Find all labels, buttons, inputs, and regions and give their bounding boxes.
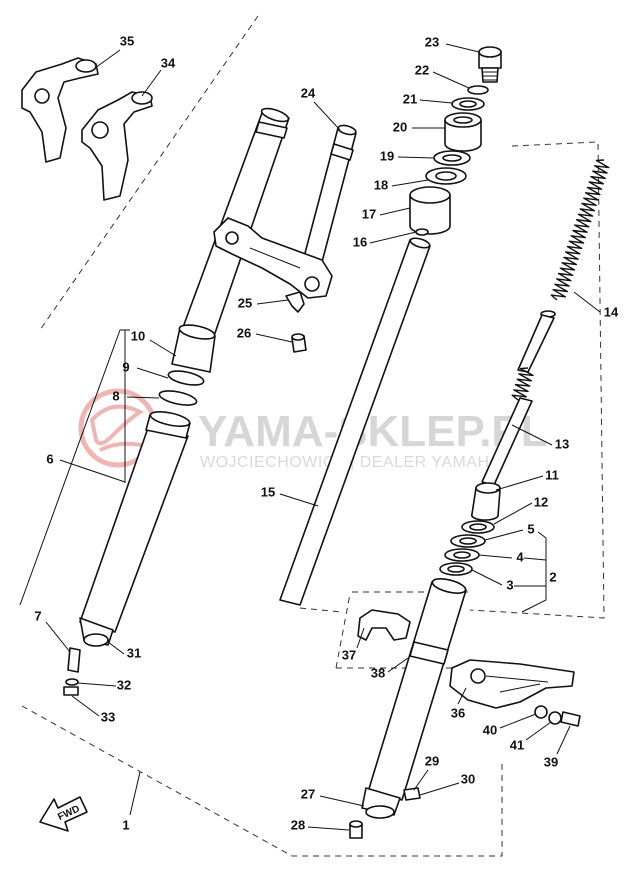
callout-30: 30 (461, 771, 475, 786)
callout-19: 19 (380, 148, 394, 163)
callout-22: 22 (415, 62, 429, 77)
part-15-inner-tube (279, 237, 431, 606)
part-5-ring (450, 534, 486, 548)
callout-33: 33 (101, 709, 115, 724)
callout-8: 8 (112, 388, 119, 403)
part-25-clip (285, 291, 305, 313)
watermark-title: YAMA-SKLEP.PL (198, 407, 548, 456)
callout-4: 4 (516, 549, 524, 564)
part-12-ring (461, 520, 495, 534)
part-40-washer (534, 705, 548, 719)
part-21-washer (451, 97, 485, 111)
callout-39: 39 (544, 754, 558, 769)
callout-35: 35 (120, 33, 134, 48)
callout-15: 15 (261, 484, 275, 499)
callout-17: 17 (362, 206, 376, 221)
callout-23: 23 (425, 34, 439, 49)
callout-29: 29 (425, 753, 439, 768)
callout-14: 14 (604, 304, 619, 319)
part-14-fork-spring (550, 159, 610, 301)
callout-38: 38 (371, 665, 385, 680)
callout-6: 6 (46, 451, 53, 466)
callout-21: 21 (403, 91, 417, 106)
part-11-seat-piece (470, 482, 501, 521)
callout-25: 25 (238, 295, 252, 310)
part-4-ring (444, 548, 480, 562)
leader-lines (19, 43, 601, 831)
rebound-spring-coils (511, 367, 534, 401)
guide-lines (21, 15, 605, 857)
part-32-washer (65, 678, 79, 686)
part-8-oil-seal (158, 390, 198, 406)
callout-3: 3 (506, 577, 513, 592)
part-19-washer (433, 150, 471, 166)
callout-11: 11 (545, 467, 559, 482)
callout-34: 34 (161, 55, 176, 70)
callout-32: 32 (117, 677, 131, 692)
part-3-ring (439, 562, 473, 576)
part-16-seat (415, 228, 429, 236)
part-18-washer (425, 167, 467, 185)
part-10-dust-seal (171, 324, 216, 373)
forward-direction-marker: FWD (39, 796, 88, 832)
callout-24: 24 (301, 85, 316, 100)
part-22-o-ring (467, 85, 489, 95)
part-38-outer-tube (367, 578, 467, 801)
callout-18: 18 (374, 177, 388, 192)
part-23-cap-bolt (478, 46, 502, 83)
part-26-bolt (291, 333, 307, 353)
callout-40: 40 (483, 722, 497, 737)
part-36-fender-stay (449, 659, 575, 709)
callout-26: 26 (237, 325, 251, 340)
callout-41: 41 (510, 737, 524, 752)
part-35-bracket (21, 57, 99, 163)
part-27-axle-boss (361, 787, 401, 819)
callout-36: 36 (451, 705, 465, 720)
under-bracket (213, 217, 333, 299)
callout-16: 16 (353, 234, 367, 249)
callout-5: 5 (527, 521, 534, 536)
callout-12: 12 (534, 494, 548, 509)
part-20-collar (444, 112, 482, 152)
part-33-nut (63, 686, 79, 696)
callouts: 1 2 3 4 5 6 7 8 9 10 11 12 13 14 15 16 1… (34, 33, 619, 832)
callout-7: 7 (34, 608, 41, 623)
part-31-axle-boss (79, 617, 114, 647)
part-9-retaining-clip (167, 370, 205, 386)
part-29-30-bolt (403, 787, 421, 801)
part-7-stud (67, 647, 81, 673)
part-34-bracket (81, 91, 153, 201)
callout-31: 31 (127, 645, 141, 660)
part-39-bolt (560, 711, 581, 727)
fork-spring-coils (550, 159, 610, 301)
callout-13: 13 (555, 436, 569, 451)
callout-28: 28 (291, 817, 305, 832)
callout-27: 27 (301, 786, 315, 801)
callout-20: 20 (393, 119, 407, 134)
part-28-drain-bolt (349, 820, 363, 839)
callout-1: 1 (122, 817, 129, 832)
callout-2: 2 (549, 569, 556, 584)
callout-9: 9 (122, 359, 129, 374)
part-17-spacer (409, 186, 451, 235)
part-37-bracket (357, 609, 411, 641)
part-6-outer-tube (79, 411, 191, 633)
part-24-steering-stem (303, 124, 357, 263)
callout-10: 10 (131, 328, 145, 343)
part-13-damper-rod (481, 310, 556, 486)
callout-37: 37 (342, 647, 356, 662)
